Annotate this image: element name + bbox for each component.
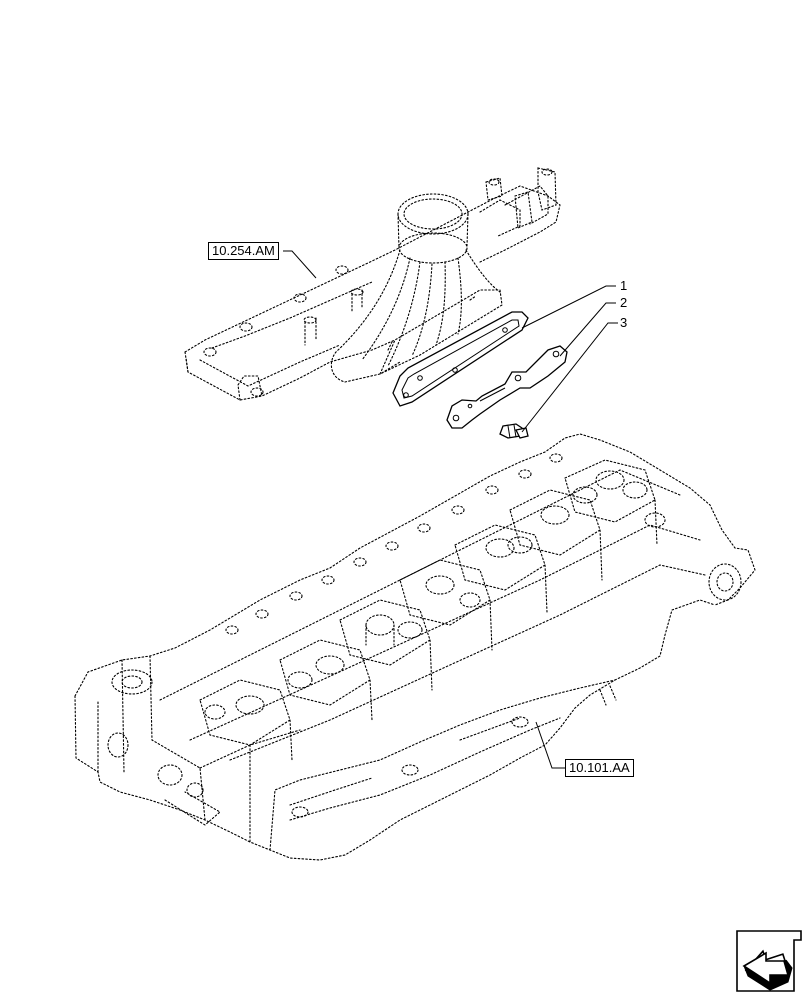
callout-item-2: 2 xyxy=(620,295,628,310)
gasket-part-1[interactable] xyxy=(392,311,529,407)
manifold-reference-label[interactable]: 10.254.AM xyxy=(208,242,279,260)
next-page-arrow-icon[interactable] xyxy=(736,930,802,992)
plate-part-2[interactable] xyxy=(446,345,568,429)
cylinder-head-outline xyxy=(74,433,756,861)
intake-manifold-outline xyxy=(184,167,561,401)
cylinder-head-reference-label[interactable]: 10.101.AA xyxy=(565,759,634,777)
callout-item-3: 3 xyxy=(620,315,628,330)
bolt-part-3[interactable] xyxy=(499,423,529,439)
cylinder-bays xyxy=(199,459,666,746)
callout-item-1: 1 xyxy=(620,278,628,293)
leader-lines xyxy=(283,250,618,769)
